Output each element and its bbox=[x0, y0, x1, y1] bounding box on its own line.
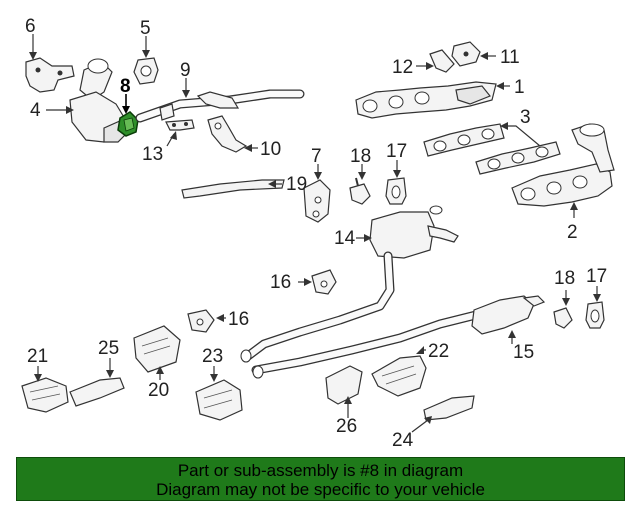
callout-13: 13 bbox=[142, 144, 163, 165]
part-26-heat-shield bbox=[325, 365, 363, 405]
part-12-stud bbox=[429, 49, 455, 73]
callout-15: 15 bbox=[513, 342, 534, 363]
part-7-bracket bbox=[303, 179, 331, 223]
callout-7: 7 bbox=[311, 146, 322, 167]
banner-line-part: Part or sub-assembly is #8 in diagram bbox=[177, 461, 464, 480]
part-4-catalytic-converter bbox=[69, 58, 129, 143]
callout-17-right: 17 bbox=[586, 266, 607, 287]
part-17-rubber-mount-upper bbox=[385, 177, 407, 205]
part-25-heat-shield bbox=[69, 377, 125, 407]
callout-1: 1 bbox=[514, 77, 525, 98]
banner-line-disclaimer: Diagram may not be specific to your vehi… bbox=[156, 480, 485, 499]
part-21-heat-shield bbox=[21, 377, 69, 413]
callout-22: 22 bbox=[428, 341, 449, 362]
part-18-hanger-right bbox=[553, 307, 573, 329]
intermediate-pipes bbox=[240, 251, 485, 379]
callout-5: 5 bbox=[140, 18, 151, 39]
part-20-heat-shield bbox=[133, 325, 181, 373]
part-16-hanger-upper bbox=[311, 269, 337, 295]
callout-12: 12 bbox=[392, 57, 413, 78]
callout-8: 8 bbox=[120, 76, 131, 97]
part-9-front-pipe bbox=[135, 89, 305, 123]
callout-9: 9 bbox=[180, 60, 191, 81]
callout-14: 14 bbox=[334, 228, 356, 249]
callout-26: 26 bbox=[336, 416, 357, 437]
callout-16-upper: 16 bbox=[270, 272, 291, 293]
callout-18-right: 18 bbox=[554, 268, 575, 289]
part-5-gasket bbox=[133, 57, 159, 85]
part-3-gaskets bbox=[423, 123, 561, 175]
part-17-rubber-mount-right bbox=[585, 301, 605, 329]
callout-6: 6 bbox=[25, 16, 36, 37]
callout-4: 4 bbox=[30, 100, 41, 121]
part-16-hanger-lower bbox=[187, 309, 215, 333]
part-2-exhaust-manifold bbox=[511, 123, 615, 207]
part-10-bracket bbox=[207, 115, 248, 153]
callout-16-lower: 16 bbox=[228, 309, 249, 330]
part-1-exhaust-manifold bbox=[355, 81, 497, 119]
callout-2: 2 bbox=[567, 222, 578, 243]
part-18-hanger-upper bbox=[349, 177, 371, 205]
part-22-heat-shield bbox=[371, 355, 427, 397]
callout-3: 3 bbox=[520, 107, 531, 128]
callout-25: 25 bbox=[98, 338, 119, 359]
callout-11: 11 bbox=[500, 47, 520, 68]
part-15-center-muffler bbox=[471, 295, 546, 335]
callout-17-upper: 17 bbox=[386, 141, 407, 162]
callout-19: 19 bbox=[286, 174, 307, 195]
callout-23: 23 bbox=[202, 346, 223, 367]
info-banner: Part or sub-assembly is #8 in diagram Di… bbox=[16, 457, 625, 501]
callout-18-upper: 18 bbox=[350, 146, 371, 167]
part-23-heat-shield bbox=[195, 379, 243, 421]
callout-10: 10 bbox=[260, 139, 281, 160]
callout-24: 24 bbox=[392, 430, 414, 451]
part-19-heat-shield-strip bbox=[181, 179, 285, 199]
part-6-bracket bbox=[25, 57, 75, 93]
callout-20: 20 bbox=[148, 380, 169, 401]
part-14-rear-muffler bbox=[369, 205, 459, 259]
part-8-clamp-highlighted[interactable] bbox=[117, 111, 139, 137]
part-11-bracket bbox=[451, 41, 481, 67]
part-13-hanger bbox=[165, 119, 195, 131]
callout-21: 21 bbox=[27, 346, 48, 367]
